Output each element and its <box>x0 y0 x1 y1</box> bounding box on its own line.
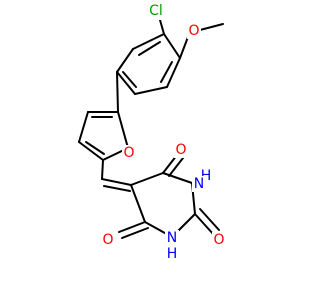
bond <box>130 184 146 223</box>
bond-co-top-2 <box>168 157 184 177</box>
bond <box>134 86 168 95</box>
bond <box>85 141 105 155</box>
bond-ch-c5-double-2 <box>103 185 131 192</box>
bond-ch-c5-double <box>101 178 132 186</box>
atom-o-furan-label: O <box>123 145 134 161</box>
bond-co-left <box>118 221 146 233</box>
bond-co-left-2 <box>121 227 149 239</box>
bond <box>116 71 136 95</box>
atom-nh-top: H N <box>192 168 213 192</box>
bond <box>116 48 134 73</box>
bond <box>132 33 165 50</box>
bond <box>122 71 137 88</box>
bond <box>166 57 181 88</box>
atom-o-methoxy-label: O <box>188 23 199 39</box>
atom-nh-bottom: N H <box>165 230 179 262</box>
bond-phenyl-furan <box>116 71 119 113</box>
furan-ring <box>78 111 129 161</box>
bond <box>163 33 181 59</box>
bond-co-right-2 <box>199 208 220 231</box>
atom-nh-top-n-label: N <box>194 176 204 192</box>
molecule-diagram: Cl O O O H N O N H O <box>78 2 226 262</box>
atom-o-carbonyl-right: O <box>212 232 226 248</box>
atom-cl-label: Cl <box>149 3 163 19</box>
pyrimidine-ring <box>130 172 196 238</box>
atom-o-carbonyl-top: O <box>174 142 188 158</box>
atom-cl: Cl <box>145 2 167 20</box>
bond-furan-ch <box>101 159 104 180</box>
atom-nh-bottom-n-label: N <box>167 230 177 246</box>
bond <box>160 61 173 83</box>
atom-o-furan: O <box>122 145 136 161</box>
atom-o-carbonyl-left-label: O <box>102 232 113 248</box>
bond <box>117 111 129 149</box>
atom-nh-bottom-h: H <box>167 246 178 262</box>
bond <box>162 172 193 184</box>
atom-o-methoxy: O <box>187 23 201 39</box>
bond-c-o-methoxy <box>179 36 189 59</box>
atom-o-carbonyl-left: O <box>101 232 115 248</box>
bond-co-right <box>194 213 215 236</box>
phenyl-ring <box>116 33 181 95</box>
atom-o-carbonyl-top-label: O <box>175 142 186 158</box>
bond-o-ch3 <box>199 23 224 31</box>
atom-o-carbonyl-right-label: O <box>213 232 224 248</box>
bond <box>78 141 104 161</box>
bond <box>78 111 89 143</box>
bond <box>130 172 164 186</box>
bond <box>138 41 161 56</box>
